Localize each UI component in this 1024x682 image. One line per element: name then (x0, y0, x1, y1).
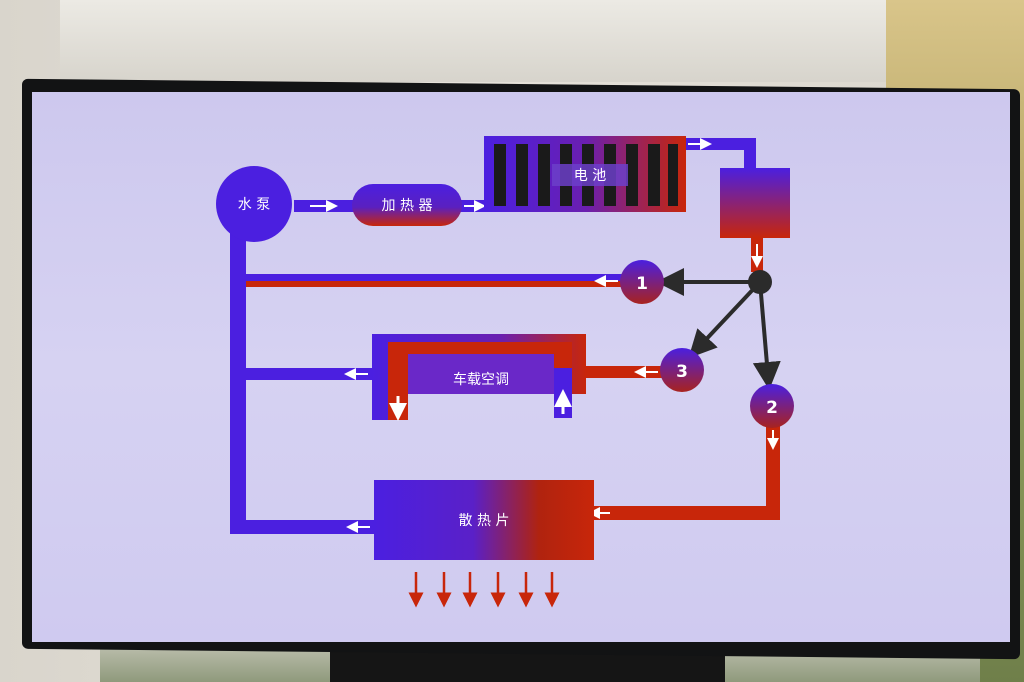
heat-arrows (408, 572, 560, 608)
radiator (374, 480, 594, 560)
pipe-valve1-return-top (246, 274, 624, 281)
junction-arrow-to-valve3 (688, 280, 762, 359)
left-return-pipe (230, 212, 246, 534)
heater-label: 加 热 器 (382, 198, 433, 214)
valve-3 (660, 348, 704, 392)
water-pump-label: 水 泵 (238, 197, 270, 213)
valve-3-label: 3 (676, 362, 688, 382)
pipe-radiator-return (230, 520, 376, 534)
ac-label: 车载空调 (453, 371, 509, 388)
radiator-label: 散 热 片 (459, 513, 510, 529)
heater (352, 184, 462, 226)
wall-background (60, 0, 900, 82)
valve-1 (620, 260, 664, 304)
water-pump (216, 166, 292, 242)
battery-label-bg (552, 164, 628, 186)
tv-screen: 水 泵 加 热 器 电 池 1 3 2 (32, 92, 1010, 642)
junction-arrow-to-valve2 (752, 281, 781, 390)
cooling-diagram: 水 泵 加 热 器 电 池 1 3 2 (216, 136, 794, 608)
pipe-to-radiator (594, 506, 780, 520)
junction-node (748, 270, 772, 294)
pipe-ac-return (246, 368, 372, 380)
expansion-tank (720, 168, 790, 238)
pipe-battery-tank-down (744, 138, 756, 170)
pipe-valve1-return-bottom (246, 281, 624, 287)
valve-2 (750, 384, 794, 428)
battery-label: 电 池 (574, 168, 606, 184)
valve-2-label: 2 (766, 398, 778, 418)
valve-1-label: 1 (636, 274, 648, 294)
